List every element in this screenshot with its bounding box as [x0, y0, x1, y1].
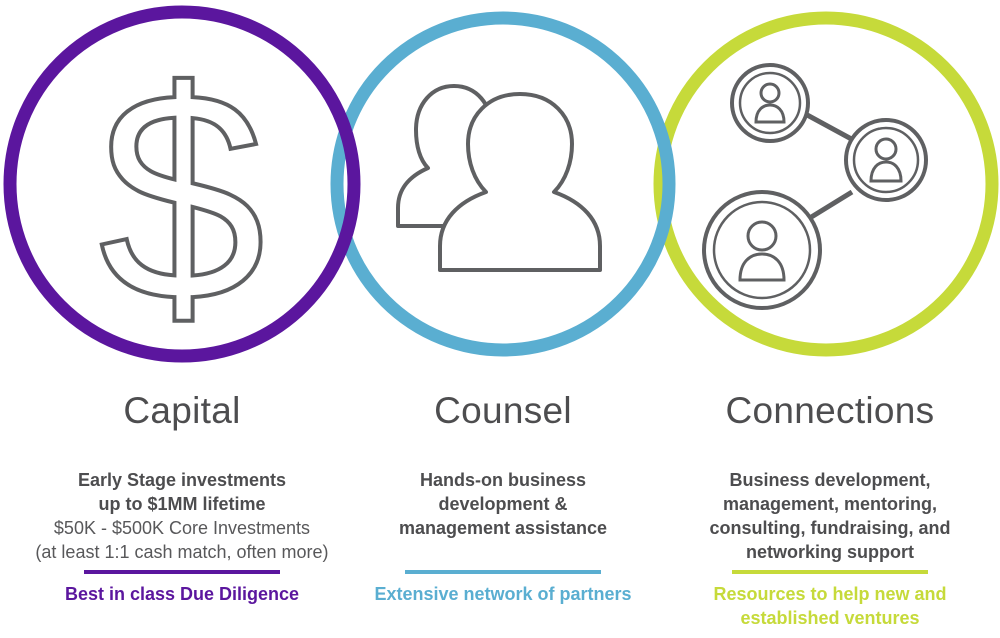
- counsel-tagline: Extensive network of partners: [374, 584, 632, 604]
- counsel-description: Hands-on business development & manageme…: [348, 468, 658, 540]
- counsel-column: Counsel Hands-on business development & …: [348, 390, 658, 606]
- capital-tagline: Best in class Due Diligence: [64, 584, 300, 604]
- counsel-circle: [330, 11, 676, 357]
- connections-line-2: management, mentoring,: [722, 494, 938, 514]
- capital-divider: [84, 570, 280, 574]
- connections-column: Connections Business development, manage…: [680, 390, 980, 630]
- capital-line-1: Early Stage investments: [77, 470, 287, 490]
- counsel-line-3: management assistance: [398, 518, 608, 538]
- capital-title: Capital: [123, 390, 241, 431]
- people-icon: [396, 84, 602, 272]
- connections-line-1: Business development,: [729, 470, 931, 490]
- connections-divider: [732, 570, 928, 574]
- capital-description: Early Stage investments up to $1MM lifet…: [12, 468, 352, 564]
- connections-line-3: consulting, fundraising, and: [709, 518, 951, 538]
- connections-line-4: networking support: [746, 542, 914, 562]
- svg-text:$: $: [99, 28, 266, 364]
- network-icon: [702, 63, 928, 310]
- counsel-line-2: development &: [438, 494, 568, 514]
- capital-column: Capital Early Stage investments up to $1…: [12, 390, 352, 606]
- capital-line-2: up to $1MM lifetime: [98, 494, 266, 514]
- connections-tagline-line-1: Resources to help new and: [713, 584, 947, 604]
- connections-tagline: Resources to help new and established ve…: [680, 582, 980, 630]
- counsel-line-1: Hands-on business: [419, 470, 587, 490]
- pillars-graphic: $: [3, 5, 999, 366]
- counsel-divider: [405, 570, 601, 574]
- capital-circle: [3, 5, 361, 363]
- connections-title: Connections: [725, 390, 935, 431]
- capital-line-4: (at least 1:1 cash match, often more): [35, 542, 329, 562]
- dollar-sign-icon: $: [97, 26, 268, 366]
- connections-circle: [653, 11, 999, 357]
- connections-description: Business development, management, mentor…: [680, 468, 980, 564]
- capital-line-3: $50K - $500K Core Investments: [53, 518, 311, 538]
- counsel-title: Counsel: [434, 390, 572, 431]
- connections-tagline-line-2: established ventures: [740, 608, 920, 628]
